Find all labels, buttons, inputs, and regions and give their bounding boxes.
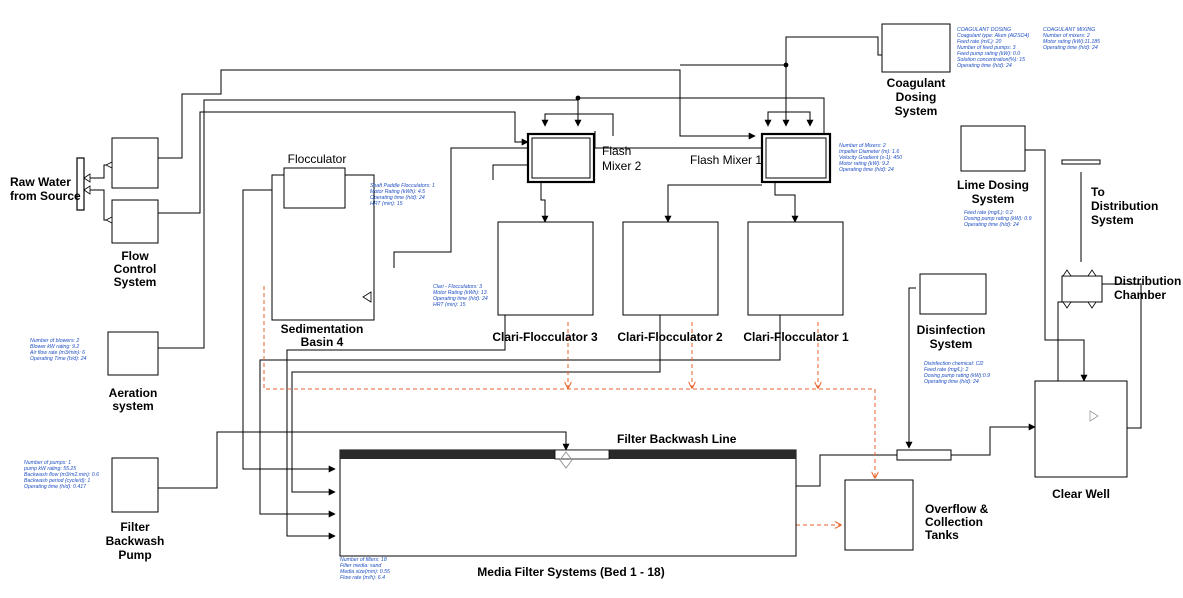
overflow-lines: [263, 286, 875, 525]
flash-mixer-1-inner: [765, 137, 827, 179]
media-filter-block[interactable]: [339, 449, 797, 557]
inlet-arrow-icon: [362, 291, 372, 303]
clari-flocculator-2-block[interactable]: [622, 221, 719, 316]
clari-2-label: Clari-Flocculator 2: [617, 330, 723, 344]
clear-well-block[interactable]: [1034, 380, 1128, 478]
distribution-pipe: [1061, 159, 1101, 165]
disinfection-pipe: [896, 449, 952, 461]
backwash-pump-block[interactable]: [111, 457, 159, 513]
distribution-chamber-block[interactable]: [1061, 275, 1103, 303]
flow-control-unit-2[interactable]: [111, 199, 159, 244]
clear-well-label: Clear Well: [1052, 487, 1110, 501]
filter-backwash-line-label: Filter Backwash Line: [617, 432, 737, 446]
backwash-valve-icon: [559, 451, 573, 469]
source-port-icon: [83, 185, 91, 195]
overflow-tank-block[interactable]: [844, 479, 914, 551]
lime-dosing-block[interactable]: [960, 125, 1026, 172]
backwash-valve: [554, 449, 610, 460]
clear-well-port-icon: [1089, 410, 1099, 422]
source-port-icon: [83, 173, 91, 183]
clari-3-label: Clari-Flocculator 3: [492, 330, 598, 344]
flash-mixer-2-inner: [531, 137, 591, 179]
flow-lines: [90, 36, 1142, 540]
inlet-arrow-icon: [105, 161, 113, 169]
aeration-block[interactable]: [107, 331, 159, 376]
disinfection-block[interactable]: [919, 273, 987, 315]
media-filter-label: Media Filter Systems (Bed 1 - 18): [477, 565, 664, 579]
clari-flocculator-1-block[interactable]: [747, 221, 844, 316]
flocculator-label: Flocculator: [288, 152, 347, 166]
flow-control-unit-1[interactable]: [111, 137, 159, 189]
clari-flocculator-3-block[interactable]: [497, 221, 594, 316]
coagulant-block[interactable]: [881, 23, 951, 73]
raw-water-source[interactable]: [76, 157, 85, 211]
flocculator-block[interactable]: [283, 167, 346, 209]
flash-mixer-1-label: Flash Mixer 1: [690, 153, 762, 167]
clari-1-label: Clari-Flocculator 1: [743, 330, 849, 344]
inlet-arrow-icon: [105, 216, 113, 224]
